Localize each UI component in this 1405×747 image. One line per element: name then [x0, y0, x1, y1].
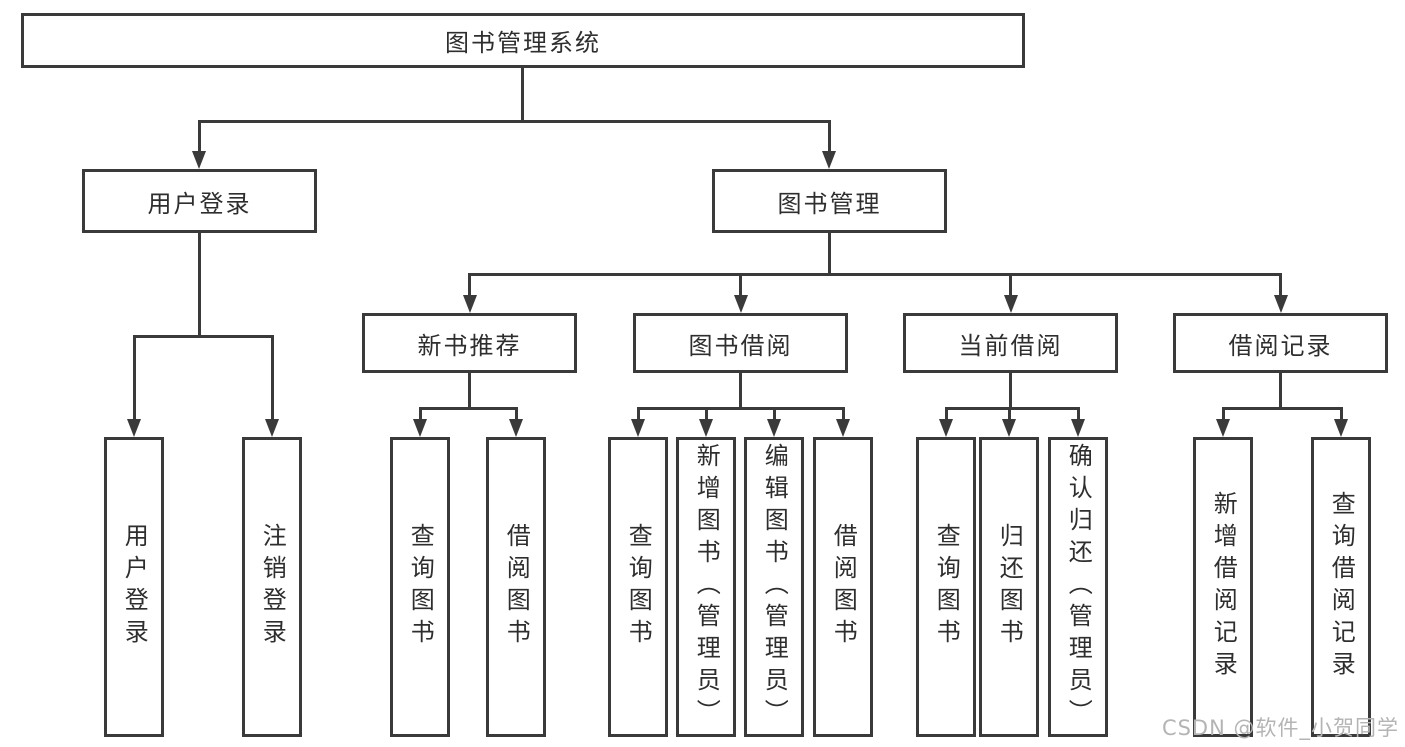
connector-line: [1279, 273, 1282, 295]
node-borrowing-records: 借阅记录: [1173, 313, 1388, 373]
node-label: 图书管理: [777, 189, 882, 218]
node-label: 新书推荐: [417, 331, 522, 360]
connector-line: [828, 233, 831, 273]
node-label: 确认归还（管理员）: [1064, 443, 1093, 731]
connector-line: [945, 407, 948, 419]
arrow-down-icon: [1004, 295, 1018, 313]
arrow-down-icon: [1274, 295, 1288, 313]
node-label: 查询图书: [624, 523, 653, 651]
connector-line: [1009, 273, 1012, 295]
node-library-management-system: 图书管理系统: [21, 13, 1025, 68]
node-label: 查询图书: [406, 523, 435, 651]
node-label: 查询图书: [932, 523, 961, 651]
connector-line: [842, 407, 845, 419]
leaf-borrow-books-recommend: 借阅图书: [486, 437, 546, 737]
connector-line: [945, 407, 1080, 410]
connector-line: [637, 407, 845, 410]
leaf-edit-books-admin: 编辑图书（管理员）: [744, 437, 804, 737]
arrow-down-icon: [192, 151, 206, 169]
arrow-down-icon: [1216, 419, 1230, 437]
node-label: 借阅图书: [502, 523, 531, 651]
arrow-down-icon: [1071, 419, 1085, 437]
node-label: 归还图书: [995, 523, 1024, 651]
leaf-query-books-recommend: 查询图书: [390, 437, 450, 737]
connector-line: [521, 68, 524, 120]
arrow-down-icon: [265, 419, 279, 437]
connector-line: [468, 273, 471, 295]
connector-line: [133, 335, 136, 419]
connector-line: [1008, 407, 1011, 419]
leaf-query-books-current: 查询图书: [916, 437, 976, 737]
node-label: 借阅记录: [1228, 331, 1333, 360]
arrow-down-icon: [767, 419, 781, 437]
arrow-down-icon: [734, 295, 748, 313]
arrow-down-icon: [413, 419, 427, 437]
csdn-watermark: CSDN @软件_小贺同学: [1161, 716, 1399, 740]
arrow-down-icon: [836, 419, 850, 437]
connector-line: [705, 407, 708, 419]
connector-line: [515, 407, 518, 419]
node-new-book-recommendation: 新书推荐: [362, 313, 577, 373]
connector-line: [198, 120, 201, 151]
node-label: 新增图书（管理员）: [692, 443, 721, 731]
connector-line: [828, 120, 831, 151]
connector-line: [739, 373, 742, 407]
node-current-borrowing: 当前借阅: [903, 313, 1118, 373]
leaf-return-books: 归还图书: [979, 437, 1039, 737]
leaf-confirm-return-admin: 确认归还（管理员）: [1048, 437, 1108, 737]
leaf-user-login: 用户登录: [104, 437, 164, 737]
arrow-down-icon: [699, 419, 713, 437]
arrow-down-icon: [463, 295, 477, 313]
node-label: 用户登录: [120, 523, 149, 651]
leaf-add-borrow-record: 新增借阅记录: [1193, 437, 1253, 737]
connector-line: [637, 407, 640, 419]
node-label: 查询借阅记录: [1327, 491, 1356, 683]
connector-line: [1009, 373, 1012, 407]
node-label: 用户登录: [147, 189, 252, 218]
arrow-down-icon: [1002, 419, 1016, 437]
connector-line: [419, 407, 518, 410]
connector-line: [468, 273, 1282, 276]
leaf-logout: 注销登录: [242, 437, 302, 737]
node-book-management: 图书管理: [712, 169, 947, 233]
connector-line: [1222, 407, 1343, 410]
leaf-add-books-admin: 新增图书（管理员）: [676, 437, 736, 737]
arrow-down-icon: [1334, 419, 1348, 437]
connector-line: [198, 120, 831, 123]
node-book-borrowing: 图书借阅: [633, 313, 848, 373]
connector-line: [1279, 373, 1282, 407]
connector-line: [133, 335, 273, 338]
node-user-login: 用户登录: [82, 169, 317, 233]
connector-line: [739, 273, 742, 295]
arrow-down-icon: [939, 419, 953, 437]
connector-line: [1340, 407, 1343, 419]
arrow-down-icon: [127, 419, 141, 437]
node-label: 图书管理系统: [445, 29, 601, 57]
connector-line: [419, 407, 422, 419]
leaf-query-borrow-record: 查询借阅记录: [1311, 437, 1371, 737]
connector-line: [1077, 407, 1080, 419]
leaf-query-books-borrowing: 查询图书: [608, 437, 668, 737]
connector-line: [773, 407, 776, 419]
connector-line: [271, 335, 274, 419]
leaf-borrow-books: 借阅图书: [813, 437, 873, 737]
node-label: 图书借阅: [688, 331, 793, 360]
arrow-down-icon: [822, 151, 836, 169]
connector-line: [1222, 407, 1225, 419]
node-label: 当前借阅: [958, 331, 1063, 360]
arrow-down-icon: [509, 419, 523, 437]
node-label: 新增借阅记录: [1209, 491, 1238, 683]
node-label: 编辑图书（管理员）: [760, 443, 789, 731]
arrow-down-icon: [631, 419, 645, 437]
node-label: 注销登录: [258, 523, 287, 651]
connector-line: [198, 233, 201, 335]
connector-line: [468, 373, 471, 407]
node-label: 借阅图书: [829, 523, 858, 651]
